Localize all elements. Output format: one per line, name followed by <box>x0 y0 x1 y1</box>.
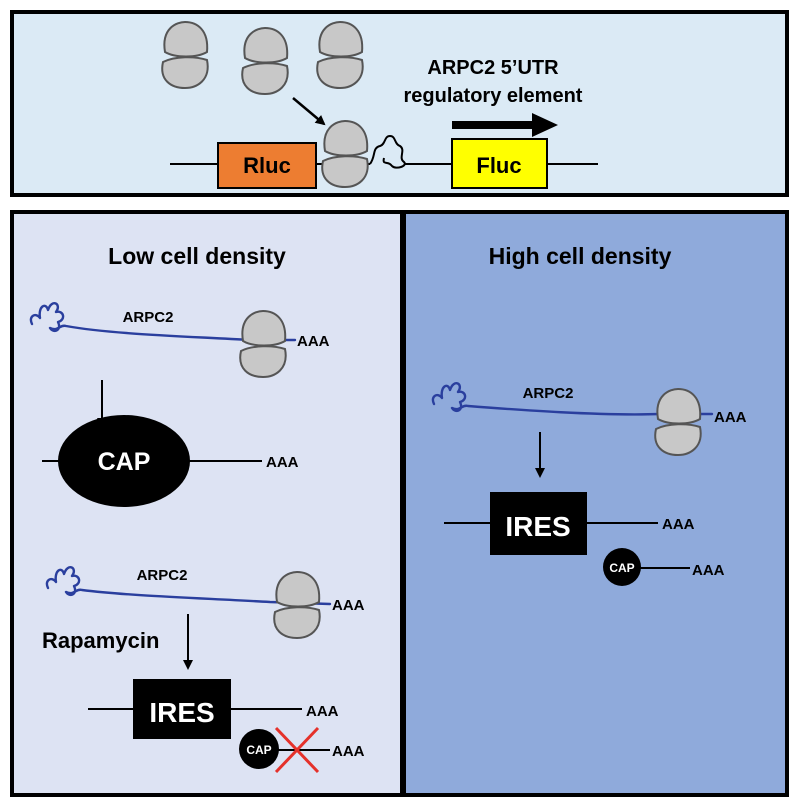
ires-label: IRES <box>505 511 570 542</box>
polya-label: AAA <box>692 562 725 579</box>
ires-box <box>490 492 587 555</box>
cap-label: CAP <box>98 448 151 476</box>
small-cap-label: CAP <box>609 561 634 575</box>
element-label-line2: regulatory element <box>404 85 583 107</box>
rluc-label: Rluc <box>243 153 291 178</box>
fluc-label: Fluc <box>476 153 521 178</box>
cross-icon <box>274 726 320 774</box>
fluc-box <box>451 138 548 189</box>
polya-label: AAA <box>332 743 365 760</box>
high-panel-frame <box>402 210 789 797</box>
rapamycin-label: Rapamycin <box>42 628 159 653</box>
high-panel-title: High cell density <box>489 243 672 269</box>
ribosome-icon <box>241 27 289 95</box>
ribosome-icon <box>321 120 369 188</box>
small-cap-circle <box>239 729 279 769</box>
ribosome-icon <box>273 571 321 639</box>
polya-label: AAA <box>662 516 695 533</box>
ribosome-icon <box>654 388 702 456</box>
small-cap-label: CAP <box>246 743 271 757</box>
ribosome-icon <box>316 21 364 89</box>
arpc2-label: ARPC2 <box>137 567 188 584</box>
free-ribosomes <box>161 21 364 95</box>
polya-label: AAA <box>306 703 339 720</box>
rluc-box <box>217 142 317 189</box>
ires-label: IRES <box>149 697 214 728</box>
element-label-line1: ARPC2 5’UTR <box>427 57 559 79</box>
low-panel-title: Low cell density <box>108 243 286 269</box>
arpc2-mrna-high <box>431 382 714 416</box>
translation-arrow-head <box>532 113 558 137</box>
top-panel: Rluc Fluc ARPC2 5’UTR regulatory element <box>10 10 789 197</box>
cap-ellipse <box>58 415 190 507</box>
polya-label: AAA <box>714 409 747 426</box>
low-density-panel: Low cell density ARPC2 AAA CAP AAA ARPC2… <box>10 210 404 797</box>
polya-label: AAA <box>297 333 330 350</box>
arpc2-label: ARPC2 <box>523 385 574 402</box>
polya-label: AAA <box>332 597 365 614</box>
utr-hairpin-icon <box>369 134 406 169</box>
recruitment-arrow <box>292 97 326 126</box>
ribosome-icon <box>239 310 287 378</box>
arpc2-mrna-low <box>29 302 297 342</box>
top-panel-frame <box>10 10 789 197</box>
polya-label: AAA <box>266 454 299 471</box>
ires-box <box>133 679 231 739</box>
arpc2-mrna-rapamycin <box>45 566 332 606</box>
ribosome-icon <box>161 21 209 89</box>
small-cap-circle <box>603 548 641 586</box>
high-density-panel: High cell density ARPC2 AAA IRES AAA CAP… <box>402 210 789 797</box>
arpc2-label: ARPC2 <box>123 309 174 326</box>
